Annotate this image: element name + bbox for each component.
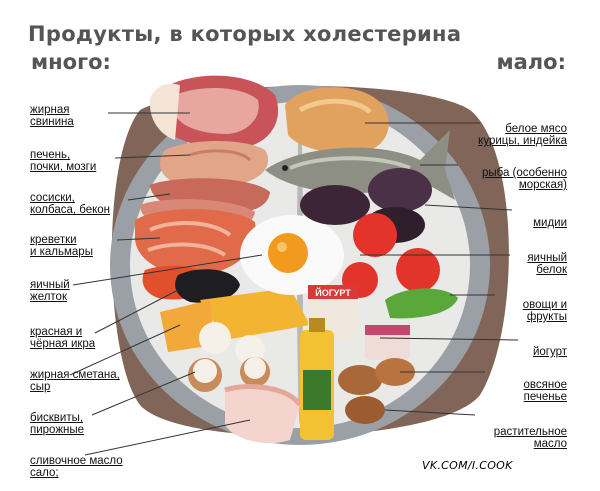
lard-icon [225,386,300,444]
tomato-icon [353,213,397,257]
black-caviar-icon [175,269,240,303]
plate-illustration: ЙОГУРТ [69,75,519,456]
right-pointers [360,122,519,416]
infographic: ЙОГУРТ [28,22,568,479]
oat-cookie-icon [338,365,382,395]
mussel-icon [300,185,370,225]
liver-icon [160,141,269,184]
label-sour-cream: жирная сметана,сыр [30,369,120,393]
label-biscuits: бисквиты,пирожные [30,412,85,436]
page-title: Продукты, в которых холестерина [28,22,462,46]
heading-many: много: [31,50,111,74]
label-sausages: сосиски,колбаса, бекон [30,192,111,216]
label-mussels: мидии [533,217,567,229]
cheese-icon [200,288,310,340]
pastry-icon [199,322,231,354]
chicken-icon [285,87,389,154]
left-pointers [69,112,263,456]
source-credit: VK.COM/I.COOK [422,459,513,472]
yogurt-label: ЙОГУРТ [315,287,351,298]
heading-few: мало: [496,50,566,74]
cucumber-icon [385,288,458,319]
label-liver: печень,почки, мозги [30,149,97,173]
label-yogurt: йогурт [532,346,567,358]
